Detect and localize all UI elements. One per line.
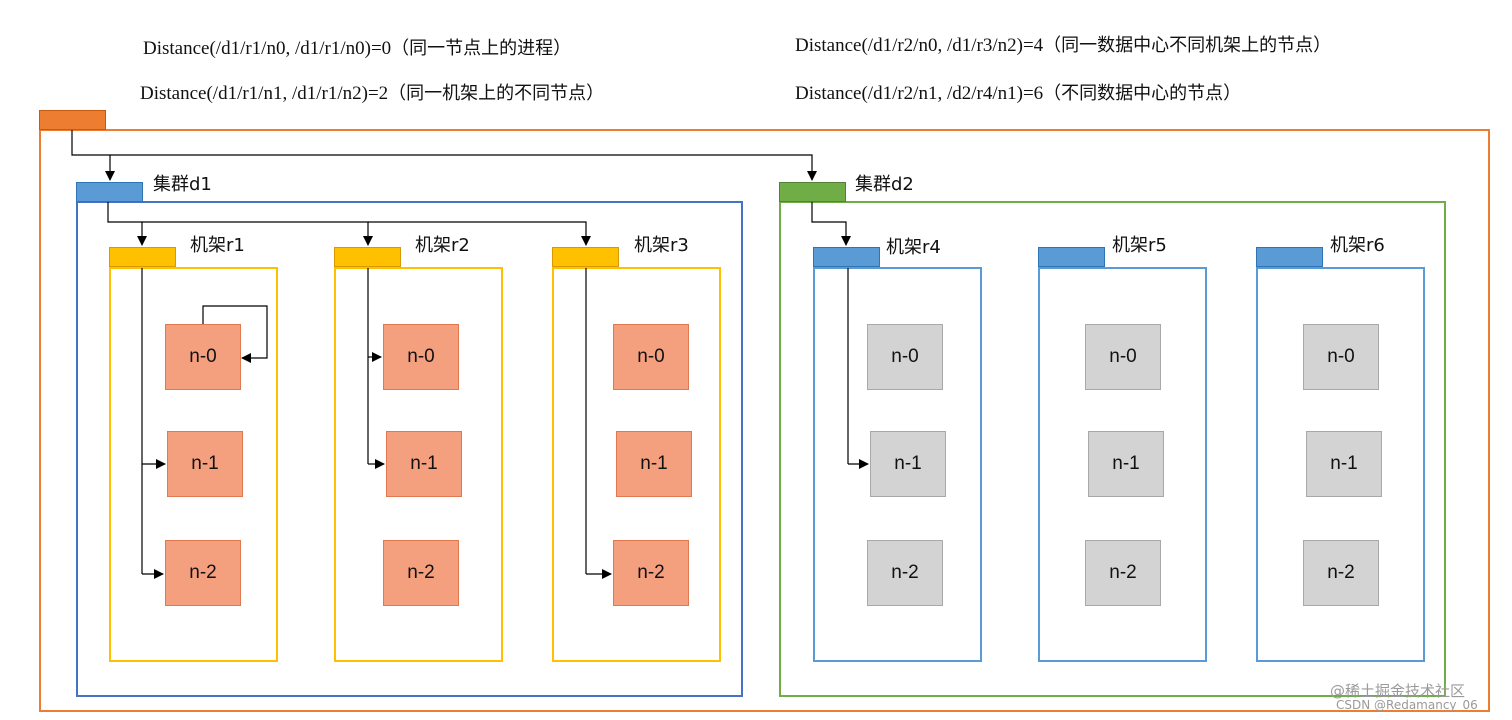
- rack-r6-frame: [1256, 267, 1425, 662]
- rack-r5-tab: [1038, 247, 1105, 267]
- r1-node-2: n-2: [165, 540, 241, 606]
- d1-to-r3-connector: [368, 221, 591, 246]
- rack-r5-frame: [1038, 267, 1207, 662]
- r1-node-1: n-1: [167, 431, 243, 497]
- rack-r3-tab: [552, 247, 619, 267]
- distance-2: Distance(/d1/r1/n1, /d1/r1/n2)=2（同一机架上的不…: [140, 83, 605, 104]
- rack-r4-tab: [813, 247, 880, 267]
- root-to-d1-connector: [71, 130, 115, 181]
- root-to-d2-connector: [110, 154, 817, 181]
- cluster-d2-tab: [779, 182, 846, 202]
- rack-r6-tab: [1256, 247, 1323, 267]
- cluster-d1-tab: [76, 182, 143, 202]
- r5-node-0: n-0: [1085, 324, 1161, 390]
- r4-node-0: n-0: [867, 324, 943, 390]
- r1-n0-self-loop: [202, 305, 268, 363]
- r2-node-0: n-0: [383, 324, 459, 390]
- distance-6: Distance(/d1/r2/n1, /d2/r4/n1)=6（不同数据中心的…: [795, 83, 1242, 104]
- r3-node-1: n-1: [616, 431, 692, 497]
- r6-node-1: n-1: [1306, 431, 1382, 497]
- r4-node-1: n-1: [870, 431, 946, 497]
- r1-node-0: n-0: [165, 324, 241, 390]
- r3-node-0: n-0: [613, 324, 689, 390]
- distance-4: Distance(/d1/r2/n0, /d1/r3/n2)=4（同一数据中心不…: [795, 35, 1332, 56]
- cluster-d1-label: 集群d1: [153, 174, 212, 195]
- cluster-d2-frame: [779, 201, 1446, 697]
- r5-node-1: n-1: [1088, 431, 1164, 497]
- rack-r6-label: 机架r6: [1330, 235, 1385, 256]
- rack-r4-label: 机架r4: [886, 237, 941, 258]
- r5-node-2: n-2: [1085, 540, 1161, 606]
- r2-node-2: n-2: [383, 540, 459, 606]
- watermark-csdn: CSDN @Redamancy_06: [1336, 698, 1478, 712]
- rack-r2-tab: [334, 247, 401, 267]
- r3-node-2: n-2: [613, 540, 689, 606]
- root-tab: [39, 110, 106, 130]
- rack-r2-label: 机架r2: [415, 235, 470, 256]
- cluster-d2-label: 集群d2: [855, 174, 914, 195]
- rack-r3-frame: [552, 267, 721, 662]
- root-frame: [39, 129, 1490, 712]
- watermark-juejin: @稀土掘金技术社区: [1330, 682, 1466, 700]
- distance-0: Distance(/d1/r1/n0, /d1/r1/n0)=0（同一节点上的进…: [143, 38, 572, 59]
- rack-r1-label: 机架r1: [190, 235, 245, 256]
- d1-to-r2-connector: [142, 221, 373, 246]
- r4-node-2: n-2: [867, 540, 943, 606]
- rack-r4-frame: [813, 267, 982, 662]
- r6-node-0: n-0: [1303, 324, 1379, 390]
- rack-r5-label: 机架r5: [1112, 235, 1167, 256]
- rack-r3-label: 机架r3: [634, 235, 689, 256]
- rack-r1-tab: [109, 247, 176, 267]
- cluster-d1-frame: [76, 201, 743, 697]
- rack-r2-frame: [334, 267, 503, 662]
- r6-node-2: n-2: [1303, 540, 1379, 606]
- d2-to-r4-connector: [811, 202, 851, 246]
- d1-to-r1-connector: [107, 202, 147, 246]
- rack-r1-frame: [109, 267, 278, 662]
- r2-node-1: n-1: [386, 431, 462, 497]
